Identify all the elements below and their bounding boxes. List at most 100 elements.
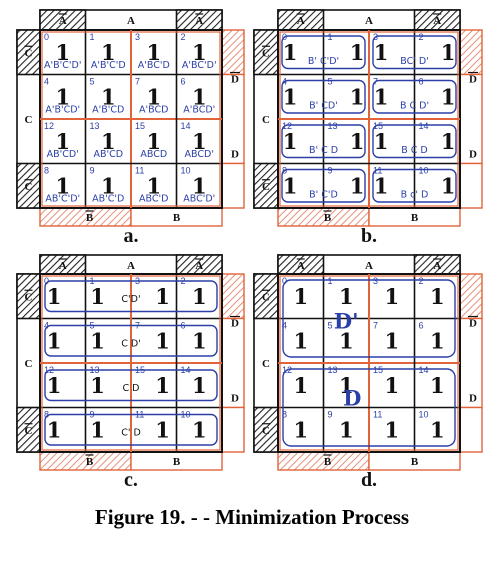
cell-one: 1 xyxy=(90,373,105,398)
cell-term: B' C D xyxy=(309,145,338,156)
cell-one: 1 xyxy=(339,329,354,354)
cell-term: A'BC'D' xyxy=(182,60,217,71)
label-c: C xyxy=(25,358,33,370)
cell-index: 11 xyxy=(373,410,382,420)
label-d: D xyxy=(469,149,477,161)
cell-one: 1 xyxy=(384,284,399,309)
d-bar-bottom xyxy=(459,162,483,209)
cell-index: 10 xyxy=(419,410,429,420)
label-b: B xyxy=(411,456,419,468)
cell-index: 13 xyxy=(328,365,338,375)
cell-one: 1 xyxy=(339,373,354,398)
cell-one: 1 xyxy=(101,85,116,110)
label-b-bar: B xyxy=(86,212,94,224)
cell-one: 1 xyxy=(192,129,207,154)
cell-one: 1 xyxy=(350,129,365,154)
cell-one: 1 xyxy=(374,40,389,65)
cell-index: 15 xyxy=(373,365,383,375)
cell-index: 5 xyxy=(90,77,95,87)
cell-one: 1 xyxy=(155,418,170,443)
cell-index: 10 xyxy=(419,166,429,176)
label-c-bar: C xyxy=(25,291,33,303)
cell-one: 1 xyxy=(374,129,389,154)
label-d-bar: D xyxy=(231,318,239,330)
cell-one: 1 xyxy=(55,40,70,65)
cell-index: 1 xyxy=(328,32,333,42)
cell-one: 1 xyxy=(90,284,105,309)
cell-index: 13 xyxy=(90,121,100,131)
group-loop xyxy=(281,124,366,159)
orange-frame xyxy=(41,31,221,207)
cell-one: 1 xyxy=(192,85,207,110)
label-d: D xyxy=(231,393,239,405)
label-c-bar: C xyxy=(262,291,270,303)
group-loop xyxy=(281,168,366,203)
cell-index: 8 xyxy=(282,410,287,420)
cell-term: A'BC'D xyxy=(138,60,170,71)
cell-one: 1 xyxy=(146,129,161,154)
cell-one: 1 xyxy=(441,40,456,65)
cell-term: AB'CD xyxy=(93,149,123,160)
panel-label: b. xyxy=(361,225,377,247)
cell-index: 6 xyxy=(419,321,424,331)
label-a: A xyxy=(127,260,135,272)
cell-term: AB'CD' xyxy=(47,149,79,160)
label-a: A xyxy=(127,15,135,27)
d-bar-bottom xyxy=(459,406,483,453)
label-d: D xyxy=(231,149,239,161)
cell-index: 5 xyxy=(328,77,333,87)
cell-term: A'BCD xyxy=(139,105,168,116)
cell-term: B C D' xyxy=(400,101,429,112)
cell-index: 12 xyxy=(44,121,54,131)
label-c-bar: C xyxy=(262,181,270,193)
cell-term: A'BCD' xyxy=(183,105,215,116)
cell-term: B' C'D xyxy=(309,190,338,201)
cell-term: BC' D' xyxy=(400,56,429,67)
cell-one: 1 xyxy=(283,40,298,65)
label-b-bar: B xyxy=(324,456,332,468)
label-a-bar: A xyxy=(297,15,305,27)
cell-term: C' D xyxy=(121,428,141,439)
cell-index: 9 xyxy=(328,410,333,420)
label-c: C xyxy=(262,358,270,370)
panel-label: d. xyxy=(361,469,377,491)
label-c-bar: C xyxy=(25,181,33,193)
label-a: A xyxy=(365,15,373,27)
cell-term: AB'C'D' xyxy=(45,194,80,205)
cell-one: 1 xyxy=(293,284,308,309)
cell-term: ABCD' xyxy=(185,149,214,160)
d-bar-bottom xyxy=(221,406,245,453)
cell-index: 8 xyxy=(44,166,49,176)
cell-term: ABC'D xyxy=(139,194,168,205)
group-loop xyxy=(282,279,456,358)
label-a: A xyxy=(365,260,373,272)
panel-label: a. xyxy=(124,225,139,247)
cell-one: 1 xyxy=(441,85,456,110)
group-loop xyxy=(281,79,366,114)
cell-index: 10 xyxy=(181,166,191,176)
cell-one: 1 xyxy=(441,129,456,154)
group-loop xyxy=(44,324,218,357)
cell-one: 1 xyxy=(384,329,399,354)
d-bar-hatch xyxy=(221,273,245,320)
cell-one: 1 xyxy=(101,174,116,199)
figure-caption: Figure 19. - - Minimization Process xyxy=(94,505,410,529)
cell-one: 1 xyxy=(430,329,445,354)
cell-one: 1 xyxy=(339,284,354,309)
cell-index: 3 xyxy=(135,32,140,42)
cell-one: 1 xyxy=(55,85,70,110)
cell-one: 1 xyxy=(146,40,161,65)
label-c: C xyxy=(25,114,33,126)
cell-term: B' C'D' xyxy=(308,56,339,67)
cell-one: 1 xyxy=(293,418,308,443)
cell-one: 1 xyxy=(192,284,207,309)
label-b-bar: B xyxy=(324,212,332,224)
cell-term: A'B'C'D xyxy=(91,60,126,71)
cell-index: 7 xyxy=(373,321,378,331)
cell-term: AB'C'D xyxy=(92,194,124,205)
cell-index: 0 xyxy=(44,32,49,42)
label-c: C xyxy=(262,114,270,126)
